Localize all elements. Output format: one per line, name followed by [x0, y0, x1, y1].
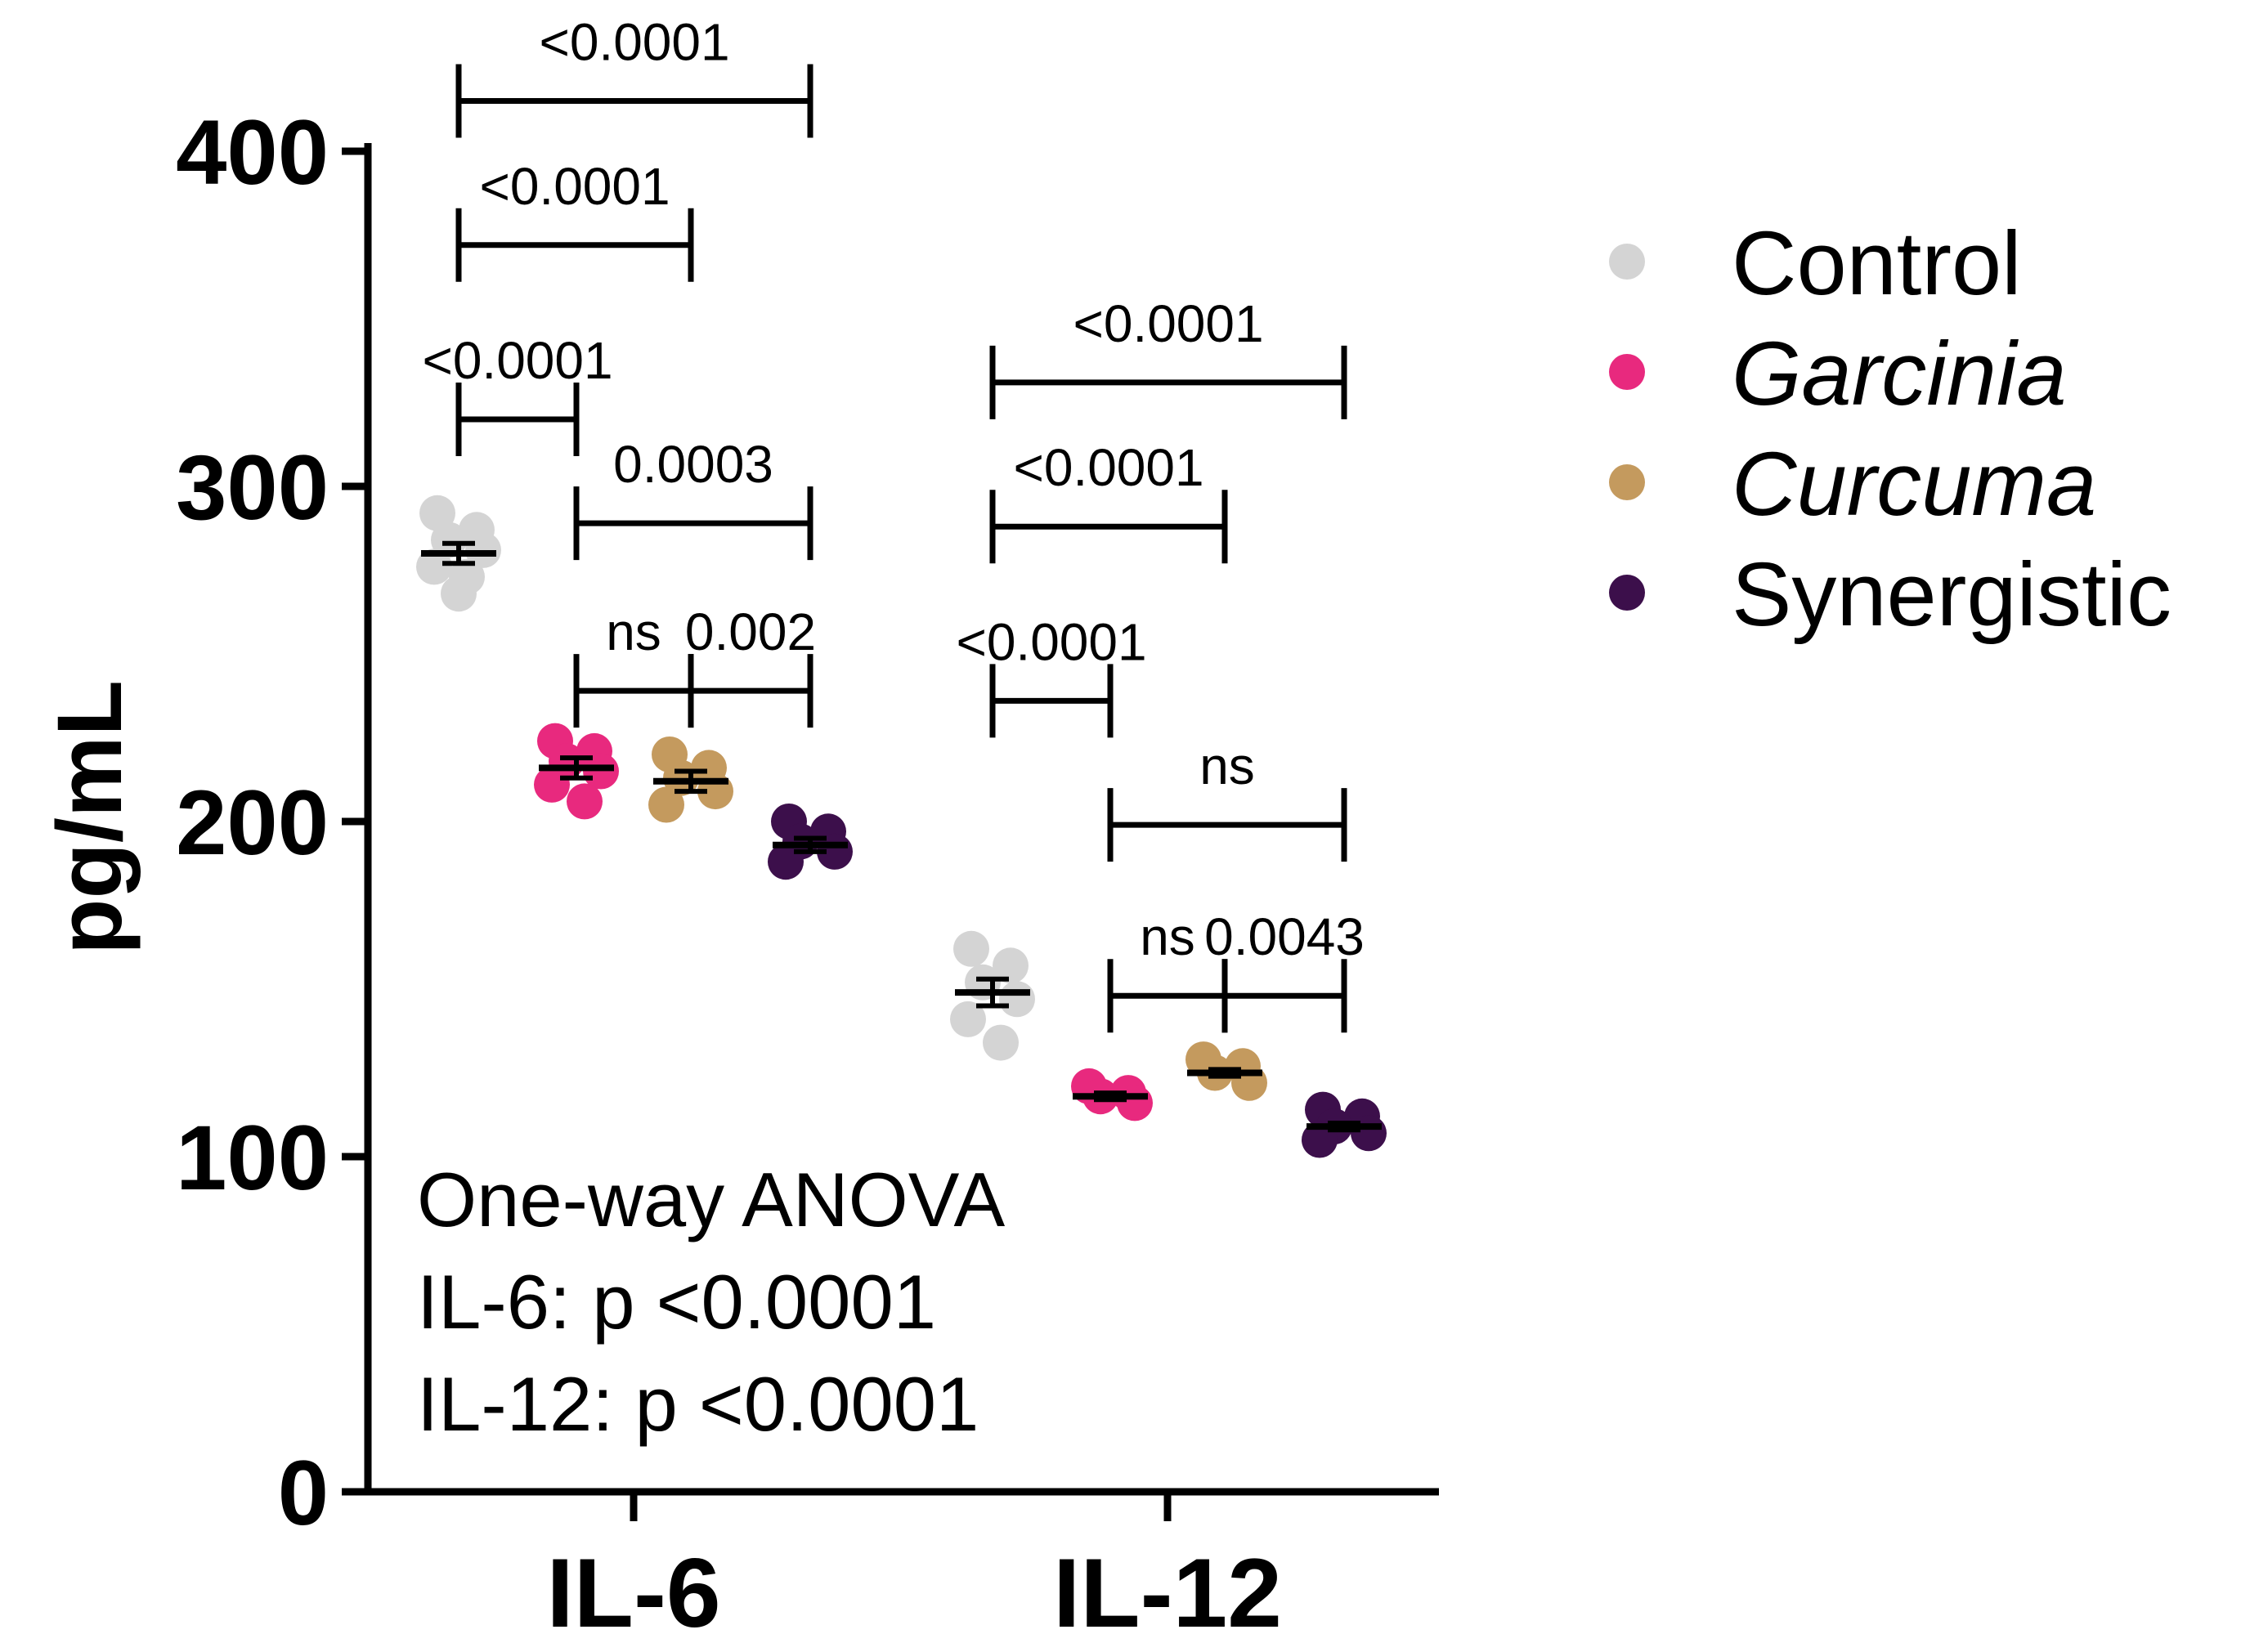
legend-label-Synergistic: Synergistic	[1732, 544, 2172, 645]
data-point-IL-12-Control-1	[993, 947, 1029, 984]
anova-line-3: IL-12: p <0.0001	[417, 1361, 979, 1447]
data-point-IL-12-Control-5	[983, 1024, 1019, 1061]
data-point-IL-12-Control-3	[999, 981, 1035, 1018]
bracket-label: <0.0001	[956, 612, 1146, 671]
comparison-9: ns	[1107, 736, 1347, 862]
mean-sem-IL-6-Synergistic	[773, 835, 848, 854]
legend-item-Curcuma: Curcuma	[1609, 434, 2096, 535]
legend-item-Garcinia: Garcinia	[1609, 324, 2067, 424]
legend-marker-Control	[1609, 244, 1645, 280]
bracket-label: ns	[1140, 907, 1195, 966]
bracket-label: <0.0001	[539, 13, 729, 72]
x-ticks: IL-6 IL-12	[546, 1492, 1282, 1648]
bracket-label: <0.0001	[1013, 438, 1203, 497]
bracket-label: ns	[1199, 736, 1255, 795]
bracket-label: ns	[606, 602, 661, 661]
mean-sem-IL-6-Curcuma	[653, 768, 728, 795]
comparison-7: <0.0001	[989, 438, 1228, 564]
comparison-11: 0.0043	[1204, 907, 1365, 1033]
bracket-label: <0.0001	[422, 331, 612, 390]
bracket-label: 0.0003	[613, 435, 773, 494]
data-point-IL-6-Control-0	[419, 495, 455, 531]
legend-item-Synergistic: Synergistic	[1609, 544, 2172, 645]
anova-annotation: One-way ANOVA IL-6: p <0.0001 IL-12: p <…	[417, 1157, 1005, 1447]
mean-sem-IL-12-Garcinia	[1073, 1090, 1148, 1103]
data-point-IL-6-Synergistic-4	[768, 844, 804, 880]
mean-sem-IL-6-Control	[421, 540, 496, 566]
x-tick-label-IL-12: IL-12	[1053, 1538, 1282, 1648]
comparison-6: <0.0001	[989, 294, 1347, 419]
legend-label-Garcinia: Garcinia	[1732, 324, 2067, 424]
x-tick-label-IL-6: IL-6	[546, 1538, 720, 1648]
y-axis-label: pg/mL	[38, 680, 141, 955]
anova-line-2: IL-6: p <0.0001	[417, 1259, 936, 1345]
comparison-3: 0.0003	[573, 435, 813, 561]
data-point-IL-12-Synergistic-3	[1351, 1115, 1387, 1152]
anova-line-1: One-way ANOVA	[417, 1157, 1005, 1242]
mean-sem-IL-6-Garcinia	[539, 755, 614, 781]
legend-marker-Curcuma	[1609, 464, 1645, 500]
data-point-IL-12-Garcinia-3	[1117, 1085, 1153, 1121]
y-tick-label-200: 200	[176, 772, 329, 874]
bracket-label: <0.0001	[1073, 294, 1263, 353]
bracket-label: <0.0001	[479, 157, 670, 216]
axes	[364, 143, 1439, 1496]
bracket-label: 0.0043	[1204, 907, 1365, 966]
data-point-IL-6-Control-6	[441, 575, 477, 612]
mean-sem-IL-12-Synergistic	[1307, 1121, 1382, 1133]
y-tick-label-0: 0	[278, 1442, 329, 1544]
data-point-IL-6-Garcinia-5	[567, 783, 603, 820]
y-tick-label-100: 100	[176, 1107, 329, 1209]
data-point-IL-6-Curcuma-4	[648, 786, 684, 823]
data-point-IL-12-Control-4	[950, 1001, 986, 1037]
data-point-IL-12-Control-0	[953, 930, 989, 967]
comparison-4: ns	[573, 602, 694, 728]
mean-sem-IL-12-Curcuma	[1187, 1067, 1262, 1079]
comparison-0: <0.0001	[455, 13, 813, 138]
y-ticks: 0 100 200 300 400	[176, 101, 368, 1544]
comparison-2: <0.0001	[422, 331, 613, 456]
legend-marker-Synergistic	[1609, 575, 1645, 611]
error-bars	[421, 540, 1382, 1133]
bracket-label: 0.002	[685, 602, 816, 661]
comparison-8: <0.0001	[956, 612, 1147, 738]
mean-sem-IL-12-Control	[955, 976, 1030, 1009]
legend-label-Control: Control	[1732, 213, 2022, 314]
data-point-IL-6-Control-4	[416, 548, 452, 585]
legend-label-Curcuma: Curcuma	[1732, 434, 2096, 535]
y-tick-label-400: 400	[176, 101, 329, 204]
comparison-5: 0.002	[685, 602, 816, 728]
legend-item-Control: Control	[1609, 213, 2022, 314]
data-point-IL-6-Garcinia-4	[534, 766, 570, 803]
y-tick-label-300: 300	[176, 437, 329, 539]
comparison-1: <0.0001	[455, 157, 694, 282]
legend-marker-Garcinia	[1609, 354, 1645, 390]
